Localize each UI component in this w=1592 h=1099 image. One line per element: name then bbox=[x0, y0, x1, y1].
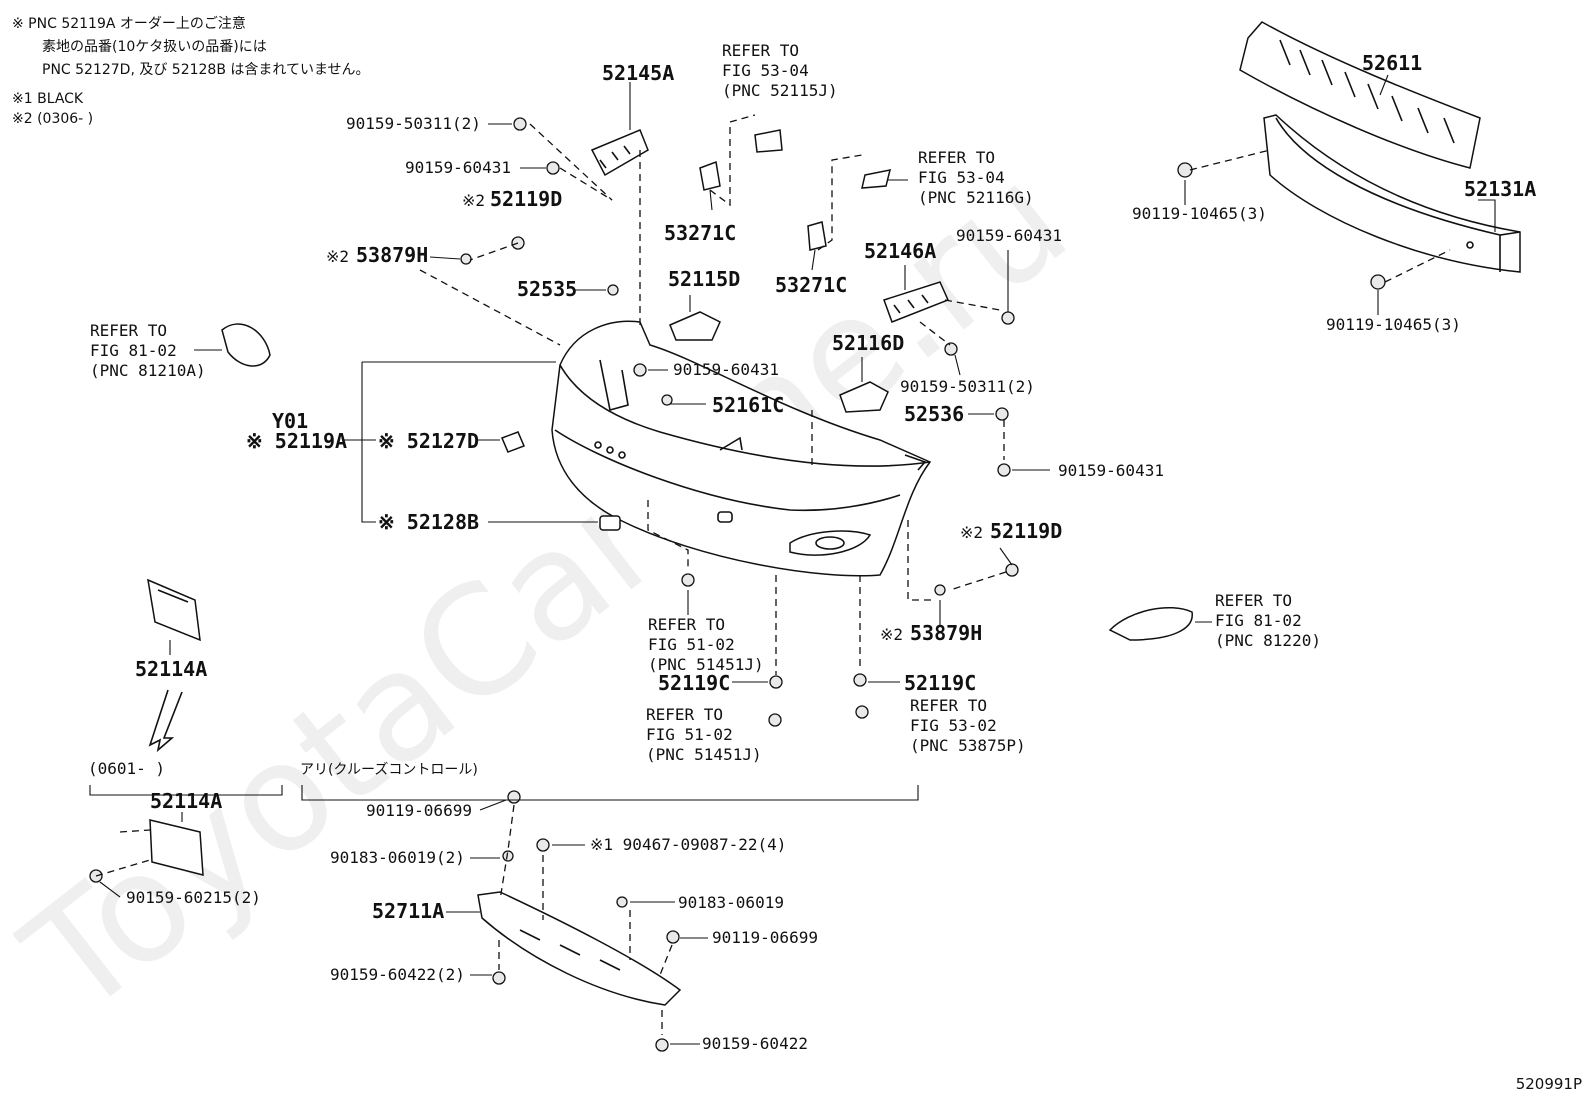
arrow-down bbox=[148, 689, 183, 753]
leader-lines bbox=[89, 74, 1496, 1045]
label-52114A-bottom: 52114A bbox=[150, 789, 222, 813]
label-52119D-r: 52119D bbox=[990, 519, 1062, 543]
refer-81-02-r-2: FIG 81-02 bbox=[1215, 611, 1302, 630]
license-bracket-52114A-top bbox=[147, 578, 201, 642]
label-52535: 52535 bbox=[517, 277, 577, 301]
refer-53-04-b-3: (PNC 52116G) bbox=[918, 188, 1034, 207]
refer-51-02-a-3: (PNC 51451J) bbox=[648, 655, 764, 674]
note-date-range: ※2 (0306- ) bbox=[12, 111, 94, 127]
note-black: ※1 BLACK bbox=[12, 91, 84, 107]
fog-lamp-right bbox=[1108, 606, 1193, 641]
bracket-52146A bbox=[883, 281, 950, 323]
label-90159-60431-top: 90159-60431 bbox=[405, 158, 511, 177]
label-52161C: 52161C bbox=[712, 393, 784, 417]
label-52131A: 52131A bbox=[1464, 177, 1536, 201]
label-52127D: ※ 52127D bbox=[378, 429, 479, 453]
label-52119A: ※ 52119A bbox=[246, 429, 347, 453]
label-53271C-a: 53271C bbox=[664, 221, 736, 245]
label-90159-60215: 90159-60215(2) bbox=[126, 888, 261, 907]
label-90119-10465-b: 90119-10465(3) bbox=[1326, 315, 1461, 334]
label-52146A: 52146A bbox=[864, 239, 936, 263]
refer-81-02-r-3: (PNC 81220) bbox=[1215, 631, 1321, 650]
bracket-label-cruise: アリ(クルーズコントロール) bbox=[300, 762, 478, 778]
refer-51-02-b-2: FIG 51-02 bbox=[646, 725, 733, 744]
label-52116D: 52116D bbox=[832, 331, 904, 355]
cover-52127D bbox=[501, 431, 525, 453]
retainer-52115D bbox=[669, 311, 721, 341]
note-line-1: ※ PNC 52119A オーダー上のご注意 bbox=[12, 16, 246, 32]
label-90467: ※1 90467-09087-22(4) bbox=[590, 835, 786, 854]
fog-lamp-left bbox=[221, 323, 271, 367]
refer-53-02-1: REFER TO bbox=[910, 696, 987, 715]
label-90159-60431-r2: 90159-60431 bbox=[1058, 461, 1164, 480]
label-90119-06699-a: 90119-06699 bbox=[366, 801, 472, 820]
refer-53-02-2: FIG 53-02 bbox=[910, 716, 997, 735]
label-52119C-r: 52119C bbox=[904, 671, 976, 695]
page-id: 520991P bbox=[1515, 1075, 1582, 1093]
refer-53-04-a-2: FIG 53-04 bbox=[722, 61, 809, 80]
label-52115D: 52115D bbox=[668, 267, 740, 291]
reinforcement-52131A bbox=[1263, 114, 1521, 273]
label-90159-50311-r: 90159-50311(2) bbox=[900, 377, 1035, 396]
refer-53-04-a-3: (PNC 52115J) bbox=[722, 81, 838, 100]
refer-53-04-a-1: REFER TO bbox=[722, 41, 799, 60]
assembly-lines bbox=[95, 114, 1451, 1035]
note-line-2: 素地の品番(10ケタ扱いの品番)には bbox=[42, 39, 267, 55]
note-line-3: PNC 52127D, 及び 52128B は含まれていません。 bbox=[42, 62, 370, 78]
refer-51-02-a-1: REFER TO bbox=[648, 615, 725, 634]
cover-52128B bbox=[599, 515, 621, 531]
refer-53-02-3: (PNC 53875P) bbox=[910, 736, 1026, 755]
refer-51-02-b-1: REFER TO bbox=[646, 705, 723, 724]
seal-53271C-b bbox=[807, 221, 827, 251]
label-90159-60422: 90159-60422 bbox=[702, 1034, 808, 1053]
refer-81-02-r-1: REFER TO bbox=[1215, 591, 1292, 610]
label-90159-60431-mid: 90159-60431 bbox=[673, 360, 779, 379]
bracket-52145A bbox=[590, 129, 649, 177]
label-52711A: 52711A bbox=[372, 899, 444, 923]
refer-81-02-l-1: REFER TO bbox=[90, 321, 167, 340]
label-53271C-b: 53271C bbox=[775, 273, 847, 297]
label-90183-06019-2: 90183-06019(2) bbox=[330, 848, 465, 867]
label-90119-06699-b: 90119-06699 bbox=[712, 928, 818, 947]
label-52119D-top: 52119D bbox=[490, 187, 562, 211]
label-52114A-top: 52114A bbox=[135, 657, 207, 681]
label-90159-60431-r: 90159-60431 bbox=[956, 226, 1062, 245]
bracket-52116G-ref bbox=[861, 169, 892, 189]
label-90159-60422-2: 90159-60422(2) bbox=[330, 965, 465, 984]
label-52536: 52536 bbox=[904, 402, 964, 426]
label-90119-10465-a: 90119-10465(3) bbox=[1132, 204, 1267, 223]
label-90159-50311-top: 90159-50311(2) bbox=[346, 114, 481, 133]
label-52145A: 52145A bbox=[602, 61, 674, 85]
label-90183-06019: 90183-06019 bbox=[678, 893, 784, 912]
under-cover-52711A bbox=[477, 891, 682, 1006]
refer-81-02-l-2: FIG 81-02 bbox=[90, 341, 177, 360]
bracket-52115J-ref bbox=[754, 129, 783, 153]
refer-53-04-b-1: REFER TO bbox=[918, 148, 995, 167]
label-Y01: Y01 bbox=[272, 409, 308, 433]
label-53879H-r: 53879H bbox=[910, 621, 982, 645]
license-bracket-52114A-bottom bbox=[149, 819, 204, 876]
energy-absorber-52611 bbox=[1239, 21, 1481, 169]
mark-2-d: ※2 bbox=[880, 625, 903, 644]
label-52128B: ※ 52128B bbox=[378, 510, 479, 534]
bracket-label-0601: (0601- ) bbox=[88, 759, 165, 778]
label-52611: 52611 bbox=[1362, 51, 1422, 75]
refer-53-04-b-2: FIG 53-04 bbox=[918, 168, 1005, 187]
refer-81-02-l-3: (PNC 81210A) bbox=[90, 361, 206, 380]
mark-2-c: ※2 bbox=[960, 523, 983, 542]
label-53879H-top: 53879H bbox=[356, 243, 428, 267]
refer-51-02-a-2: FIG 51-02 bbox=[648, 635, 735, 654]
mark-2-b: ※2 bbox=[326, 247, 349, 266]
label-52119C-l: 52119C bbox=[658, 671, 730, 695]
retainer-52116D bbox=[839, 381, 889, 413]
refer-51-02-b-3: (PNC 51451J) bbox=[646, 745, 762, 764]
mark-2-a: ※2 bbox=[462, 191, 485, 210]
seal-53271C-a bbox=[699, 160, 721, 191]
